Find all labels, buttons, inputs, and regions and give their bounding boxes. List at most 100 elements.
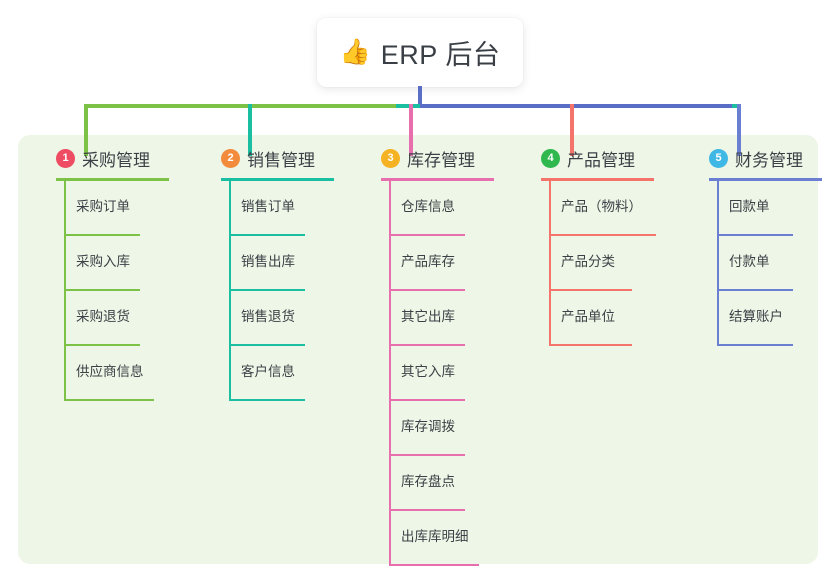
column-header-5[interactable]: 5 财务管理 bbox=[689, 146, 822, 170]
column-underline bbox=[221, 178, 334, 181]
thumbs-up-icon: 👍 bbox=[339, 38, 371, 66]
bus-segment-green bbox=[84, 104, 398, 108]
leaf-item-underline bbox=[389, 289, 465, 291]
leaf-item-underline bbox=[389, 399, 465, 401]
column-branch: 仓库信息产品库存其它出库其它入库库存调拨库存盘点出库库明细 bbox=[361, 181, 494, 566]
leaf-item-underline bbox=[229, 399, 305, 401]
leaf-item-underline bbox=[389, 344, 465, 346]
leaf-item-underline bbox=[389, 564, 479, 566]
leaf-item-label: 销售退货 bbox=[241, 309, 295, 324]
column-underline bbox=[541, 178, 654, 181]
leaf-item-label: 结算账户 bbox=[729, 309, 783, 324]
leaf-item[interactable]: 库存调拨 bbox=[361, 401, 494, 456]
drop-connector-5 bbox=[737, 104, 741, 156]
leaf-item-label: 产品单位 bbox=[561, 309, 615, 324]
leaf-item[interactable]: 结算账户 bbox=[689, 291, 822, 346]
leaf-item-underline bbox=[389, 454, 465, 456]
column-branch: 产品（物料） 产品分类产品单位 bbox=[521, 181, 656, 346]
leaf-item-label: 采购退货 bbox=[76, 309, 130, 324]
leaf-item[interactable]: 供应商信息 bbox=[36, 346, 169, 401]
leaf-item-underline bbox=[549, 234, 656, 236]
drop-connector-2 bbox=[248, 104, 252, 156]
leaf-item[interactable]: 产品库存 bbox=[361, 236, 494, 291]
trunk-connector bbox=[418, 86, 422, 106]
column-header-4[interactable]: 4 产品管理 bbox=[521, 146, 654, 170]
branch-stem bbox=[717, 181, 719, 346]
leaf-item[interactable]: 付款单 bbox=[689, 236, 822, 291]
leaf-item-underline bbox=[64, 399, 154, 401]
leaf-item-label: 库存盘点 bbox=[401, 474, 455, 489]
leaf-item[interactable]: 采购订单 bbox=[36, 181, 169, 236]
leaf-item-label: 其它出库 bbox=[401, 309, 455, 324]
leaf-item-underline bbox=[549, 289, 632, 291]
leaf-item-label: 采购订单 bbox=[76, 199, 130, 214]
column-badge-icon: 5 bbox=[709, 148, 728, 168]
leaf-item-label: 客户信息 bbox=[241, 364, 295, 379]
leaf-item-underline bbox=[389, 234, 465, 236]
leaf-item[interactable]: 回款单 bbox=[689, 181, 822, 236]
column-header-2[interactable]: 2 销售管理 bbox=[201, 146, 334, 170]
leaf-item-underline bbox=[717, 344, 793, 346]
leaf-item-label: 销售订单 bbox=[241, 199, 295, 214]
leaf-item-label: 回款单 bbox=[729, 199, 770, 214]
leaf-item-underline bbox=[549, 344, 632, 346]
leaf-item[interactable]: 产品分类 bbox=[521, 236, 654, 291]
leaf-item[interactable]: 出库库明细 bbox=[361, 511, 494, 566]
leaf-item[interactable]: 采购退货 bbox=[36, 291, 169, 346]
column-badge-icon: 2 bbox=[221, 148, 240, 168]
branch-stem bbox=[549, 181, 551, 346]
column-badge-icon: 1 bbox=[56, 148, 75, 168]
leaf-item[interactable]: 仓库信息 bbox=[361, 181, 494, 236]
leaf-item-label: 采购入库 bbox=[76, 254, 130, 269]
drop-connector-4 bbox=[570, 104, 574, 156]
leaf-item[interactable]: 其它出库 bbox=[361, 291, 494, 346]
column-underline bbox=[56, 178, 169, 181]
leaf-item-label: 其它入库 bbox=[401, 364, 455, 379]
column-4: 4 产品管理产品（物料） 产品分类产品单位 bbox=[521, 146, 656, 346]
leaf-item-label: 销售出库 bbox=[241, 254, 295, 269]
leaf-item[interactable]: 销售退货 bbox=[201, 291, 334, 346]
column-title: 产品管理 bbox=[567, 150, 635, 170]
leaf-item[interactable]: 库存盘点 bbox=[361, 456, 494, 511]
leaf-item-underline bbox=[229, 344, 305, 346]
column-5: 5 财务管理回款单付款单结算账户 bbox=[689, 146, 822, 346]
column-badge-icon: 4 bbox=[541, 148, 560, 168]
diagram-panel bbox=[18, 135, 818, 564]
drop-connector-3 bbox=[409, 104, 413, 156]
leaf-item-label: 仓库信息 bbox=[401, 199, 455, 214]
root-node-label: ERP 后台 bbox=[380, 40, 501, 70]
leaf-item-underline bbox=[64, 344, 140, 346]
root-node-card[interactable]: 👍 ERP 后台 bbox=[317, 18, 523, 87]
leaf-item-label: 付款单 bbox=[729, 254, 770, 269]
leaf-item[interactable]: 客户信息 bbox=[201, 346, 334, 401]
branch-stem bbox=[389, 181, 391, 566]
column-branch: 回款单付款单结算账户 bbox=[689, 181, 822, 346]
leaf-item[interactable]: 销售出库 bbox=[201, 236, 334, 291]
column-underline bbox=[381, 178, 494, 181]
leaf-item[interactable]: 销售订单 bbox=[201, 181, 334, 236]
column-branch: 采购订单采购入库采购退货供应商信息 bbox=[36, 181, 169, 401]
column-underline bbox=[709, 178, 822, 181]
column-title: 销售管理 bbox=[247, 150, 315, 170]
leaf-item-underline bbox=[229, 234, 305, 236]
leaf-item-label: 产品（物料） bbox=[561, 199, 642, 214]
column-2: 2 销售管理销售订单销售出库销售退货客户信息 bbox=[201, 146, 334, 401]
branch-stem bbox=[229, 181, 231, 401]
leaf-item-label: 供应商信息 bbox=[76, 364, 144, 379]
leaf-item[interactable]: 其它入库 bbox=[361, 346, 494, 401]
column-title: 库存管理 bbox=[407, 150, 475, 170]
leaf-item[interactable]: 采购入库 bbox=[36, 236, 169, 291]
leaf-item-label: 出库库明细 bbox=[401, 529, 469, 544]
leaf-item-underline bbox=[64, 289, 140, 291]
leaf-item-label: 库存调拨 bbox=[401, 419, 455, 434]
leaf-item[interactable]: 产品（物料） bbox=[521, 181, 656, 236]
leaf-item[interactable]: 产品单位 bbox=[521, 291, 654, 346]
column-title: 财务管理 bbox=[735, 150, 803, 170]
drop-connector-1 bbox=[84, 104, 88, 156]
bus-segment-blue bbox=[420, 104, 732, 108]
